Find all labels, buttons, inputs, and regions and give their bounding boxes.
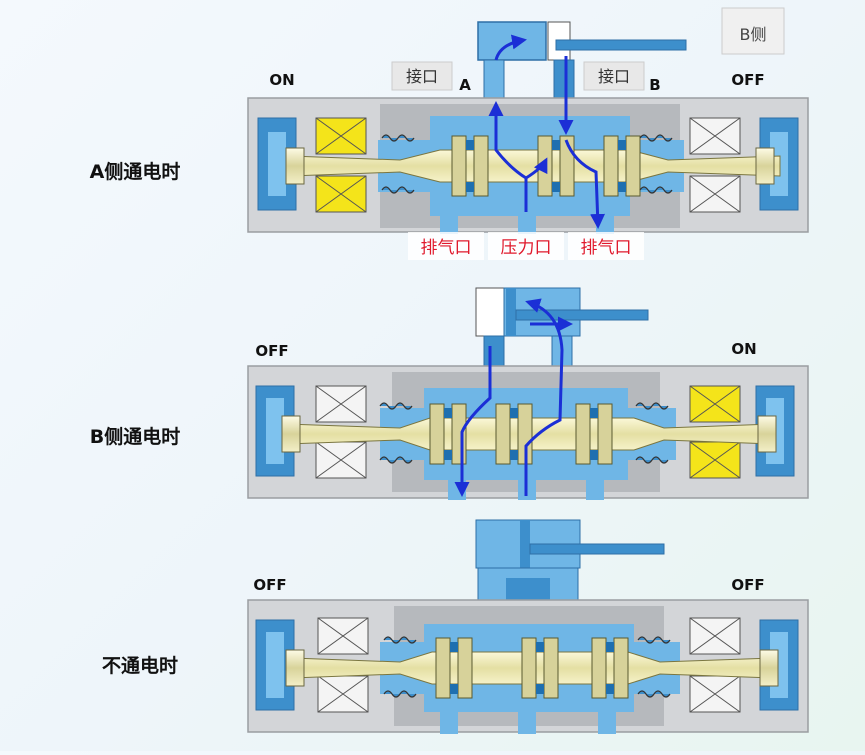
right-solenoid-status-a: OFF (731, 71, 764, 89)
valve-state-b-side: B侧通电时 OFF ON (90, 287, 809, 500)
valve-state-none: 不通电时 OFF OFF (102, 519, 809, 734)
port-b-tag-bg (583, 61, 645, 91)
valve-body (247, 97, 809, 234)
left-solenoid-status-a: ON (269, 71, 294, 89)
piston-rod (555, 39, 687, 51)
piston (506, 288, 516, 336)
port-a-letter: A (459, 76, 471, 94)
port-a-tag-bg (391, 61, 453, 91)
cylinder-a-port (477, 21, 547, 61)
port-b-letter: B (649, 76, 660, 94)
port-a-pipe (483, 59, 505, 101)
flow-arrows-a (488, 34, 606, 229)
right-solenoid-status-none: OFF (731, 576, 764, 594)
valve-body (247, 365, 809, 500)
left-solenoid-status-none: OFF (253, 576, 286, 594)
state-title-a: A侧通电时 (90, 160, 181, 183)
piston-rod-b (515, 309, 649, 321)
exhaust-port-right-label: 排气口 (581, 238, 632, 258)
cylinder-chamber-a (475, 287, 505, 337)
state-title-none: 不通电时 (102, 654, 178, 677)
valve-state-a-side: A侧通电时 ON OFF B侧 接口 A 接口 B (90, 7, 809, 260)
pressure-port-label: 压力口 (501, 238, 552, 258)
port-a-label: 接口 (406, 67, 438, 86)
state-title-b: B侧通电时 (90, 425, 180, 448)
left-solenoid-status-b: OFF (255, 342, 288, 360)
port-b-pipe (553, 59, 575, 101)
right-solenoid-status-b: ON (731, 340, 756, 358)
port-b-label: 接口 (598, 67, 630, 86)
exhaust-port-left-label: 排气口 (421, 238, 472, 258)
piston-rod-idle (529, 543, 665, 555)
b-side-label: B侧 (740, 25, 767, 44)
b-side-tag-bg (721, 7, 785, 55)
flow-arrows-b (454, 298, 573, 497)
valve-body (247, 599, 809, 734)
